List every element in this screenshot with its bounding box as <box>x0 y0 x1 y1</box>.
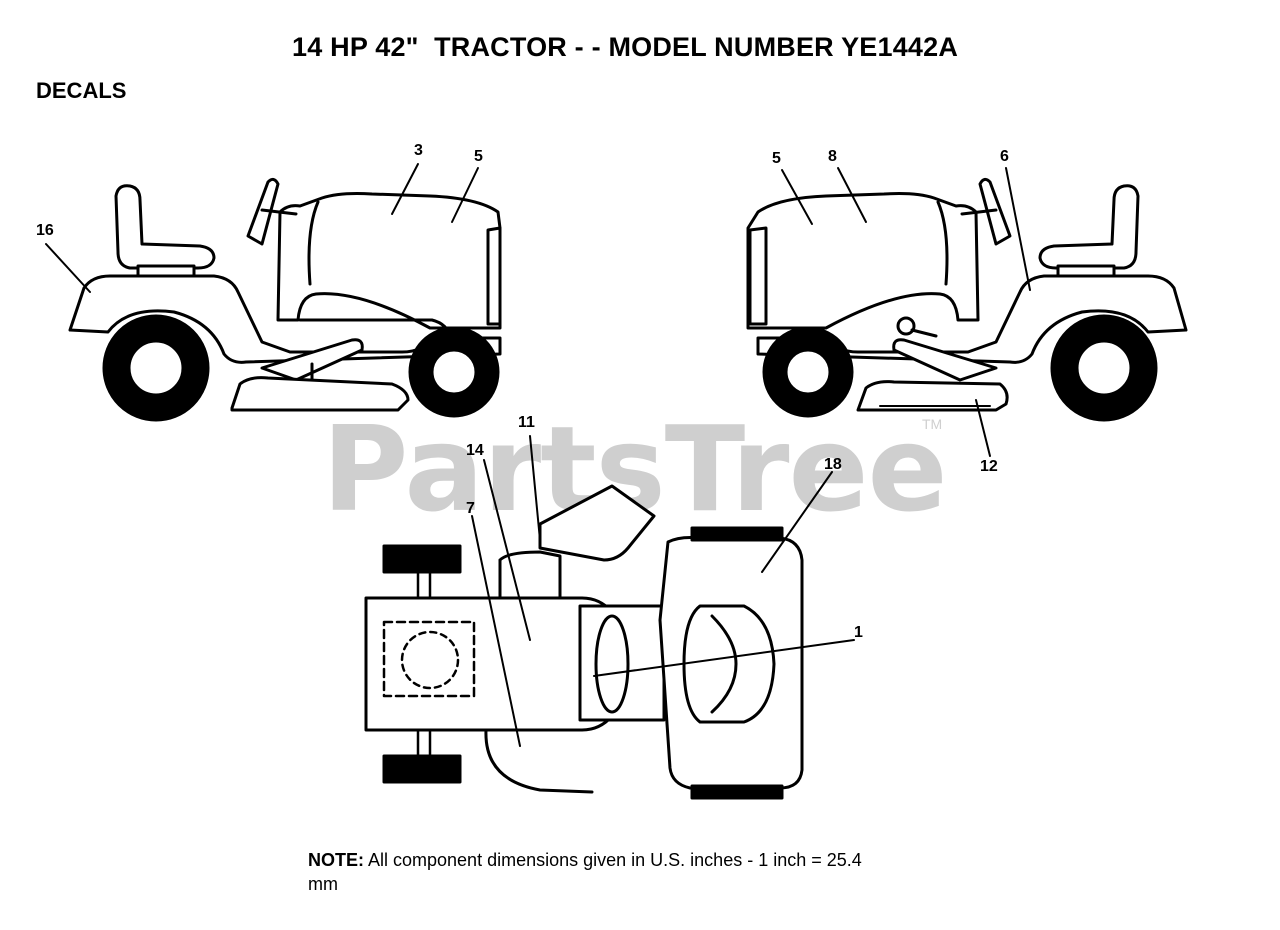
callout-leaders <box>45 163 1031 747</box>
watermark-trademark: TM <box>922 416 943 432</box>
section-label: DECALS <box>36 78 127 103</box>
note-label: NOTE: <box>308 850 364 870</box>
callout-3: 3 <box>414 142 423 159</box>
callout-14: 14 <box>466 442 484 459</box>
dimension-note: NOTE: All component dimensions given in … <box>308 848 868 896</box>
tractor-right-side-view <box>746 177 1188 422</box>
callout-12: 12 <box>980 458 998 475</box>
callout-8: 8 <box>828 148 837 165</box>
callout-5-right: 5 <box>772 150 781 167</box>
tractor-top-view <box>364 484 804 800</box>
note-text: All component dimensions given in U.S. i… <box>308 850 862 894</box>
callout-5-left: 5 <box>474 148 483 165</box>
callout-1: 1 <box>854 624 863 641</box>
callout-7: 7 <box>466 500 475 517</box>
callout-11: 11 <box>518 414 535 431</box>
callout-16: 16 <box>36 222 54 239</box>
callout-18: 18 <box>824 456 842 473</box>
tractor-left-side-view <box>68 177 502 422</box>
page-title: 14 HP 42" TRACTOR - - MODEL NUMBER YE144… <box>292 32 959 62</box>
callout-6: 6 <box>1000 148 1009 165</box>
